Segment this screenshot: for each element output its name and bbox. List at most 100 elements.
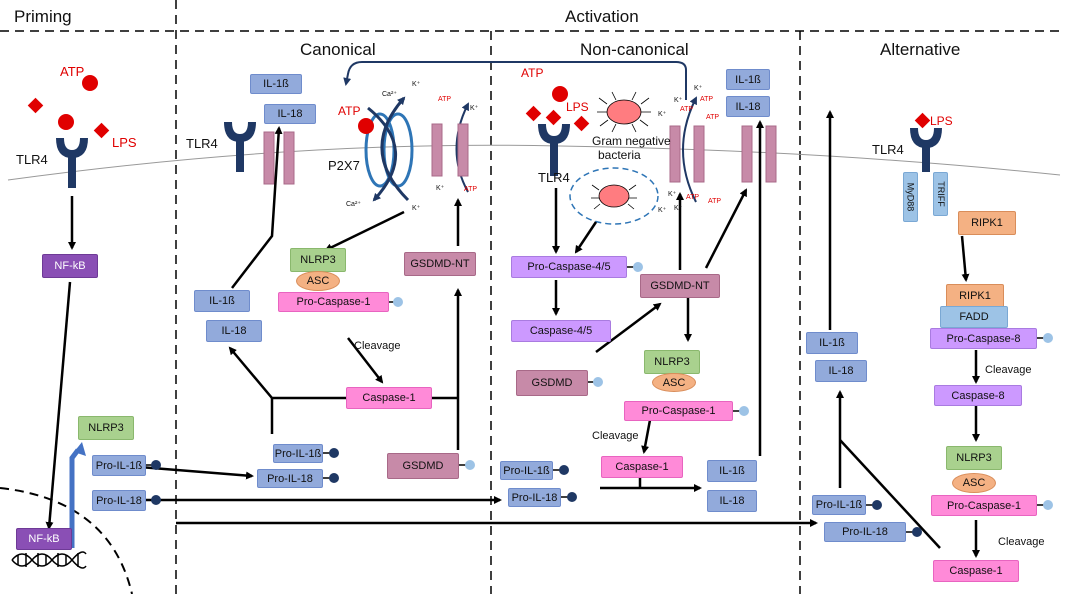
gsdmd-box: GSDMD: [516, 370, 588, 396]
gsdmd-pore: [741, 125, 753, 183]
nlrp3-box: NLRP3: [644, 350, 700, 374]
gsdmd-pore: [669, 125, 681, 183]
atp-icon: [358, 118, 374, 134]
triff-adapter: TRIFF: [933, 172, 948, 216]
tlr4-label: TLR4: [538, 170, 570, 185]
cleavage-label: Cleavage: [592, 430, 639, 442]
nucleus-membrane: [0, 487, 133, 594]
k-label: K⁺: [412, 205, 421, 212]
il1b-box: IL-1ß: [806, 332, 858, 354]
k-label: K⁺: [674, 205, 683, 212]
tlr4-receptor-icon: [538, 124, 570, 176]
gsdmd-pore: [765, 125, 777, 183]
cleavage-label: Cleavage: [985, 364, 1032, 376]
pro-il1b-box: Pro-IL-1ß: [812, 495, 866, 515]
pro-casp1-box: Pro-Caspase-1: [278, 292, 389, 312]
ca-label: Ca²⁺: [382, 91, 397, 98]
atp-icon: [58, 114, 74, 130]
il18-box: IL-18: [815, 360, 867, 382]
triff-label: TRIFF: [935, 181, 946, 207]
k-label: K⁺: [658, 111, 667, 118]
ripk1-box: RIPK1: [946, 284, 1004, 308]
tlr4-receptor-icon: [56, 138, 88, 188]
gsdmd-nt-box: GSDMD-NT: [404, 252, 476, 276]
atp-small-label: ATP: [686, 194, 700, 201]
atp-icon: [552, 86, 568, 102]
atp-small-label: ATP: [680, 106, 694, 113]
casp1-box: Caspase-1: [933, 560, 1019, 582]
k-label: K⁺: [470, 105, 479, 112]
k-label: K⁺: [674, 97, 683, 104]
tlr4-receptor-icon: [910, 128, 942, 172]
il18-box: IL-18: [707, 490, 757, 512]
pro-casp1-box: Pro-Caspase-1: [624, 401, 733, 421]
atp-label: ATP: [60, 64, 85, 79]
il1b-box: IL-1ß: [194, 290, 250, 312]
il1b-box: IL-1ß: [707, 460, 757, 482]
pro-il1b-box: Pro-IL-1ß: [92, 455, 146, 476]
gsdmd-pore: [431, 123, 443, 177]
tlr4-label: TLR4: [16, 152, 48, 167]
atp-small-label: ATP: [708, 198, 722, 205]
pro-il18-box: Pro-IL-18: [257, 469, 323, 488]
header-non-canonical: Non-canonical: [580, 40, 689, 59]
tlr4-label: TLR4: [186, 136, 218, 151]
pro-casp45-box: Pro-Caspase-4/5: [511, 256, 627, 278]
nfkb-nuclear-box: NF-kB: [16, 528, 72, 550]
il18-box: IL-18: [264, 104, 316, 124]
k-label: K⁺: [658, 207, 667, 214]
lps-icon: [525, 105, 542, 122]
gsdmd-box: GSDMD: [387, 453, 459, 479]
pro-il18-box: Pro-IL-18: [508, 488, 561, 507]
lps-label: LPS: [566, 100, 589, 114]
nlrp3-box: NLRP3: [290, 248, 346, 272]
cell-membrane: [7, 144, 1061, 181]
il18-box: IL-18: [206, 320, 262, 342]
k-label: K⁺: [412, 81, 421, 88]
atp-icon: [82, 75, 98, 91]
vesicle: [569, 167, 659, 225]
cleavage-label: Cleavage: [998, 536, 1045, 548]
k-label: K⁺: [694, 85, 703, 92]
lps-label: LPS: [112, 135, 137, 150]
gram-negative-label: Gram negative: [592, 134, 671, 148]
ca-label: Ca²⁺: [346, 201, 361, 208]
gsdmd-pore: [693, 125, 705, 183]
pro-il1b-box: Pro-IL-1ß: [273, 444, 323, 463]
header-canonical: Canonical: [300, 40, 376, 59]
tlr4-label: TLR4: [872, 142, 904, 157]
atp-small-label: ATP: [438, 96, 452, 103]
il1b-box: IL-1ß: [726, 69, 770, 90]
lps-icon: [27, 97, 44, 114]
lps-icon: [545, 109, 562, 126]
nfkb-box: NF-kB: [42, 254, 98, 278]
cleavage-label: Cleavage: [354, 340, 401, 352]
asc-ellipse: ASC: [952, 473, 996, 493]
myd88-adapter: MyD88: [903, 172, 918, 222]
linker-dots: [146, 262, 1053, 537]
lps-icon: [914, 112, 931, 129]
il-channel: [283, 131, 295, 185]
pro-il18-box: Pro-IL-18: [824, 522, 906, 542]
myd88-label: MyD88: [905, 182, 916, 212]
transcription-arrow: [69, 448, 80, 548]
lps-icon: [93, 122, 110, 139]
casp1-box: Caspase-1: [346, 387, 432, 409]
dna-icon: [11, 551, 87, 569]
k-label: K⁺: [668, 191, 677, 198]
p2x7-channel-icon: [364, 96, 414, 202]
pro-il18-box: Pro-IL-18: [92, 490, 146, 511]
nlrp3-box: NLRP3: [946, 446, 1002, 470]
lps-icon: [573, 115, 590, 132]
header-alternative: Alternative: [880, 40, 961, 59]
fadd-box: FADD: [940, 306, 1008, 328]
atp-small-label: ATP: [706, 114, 720, 121]
atp-label: ATP: [521, 66, 544, 80]
il-channel: [263, 131, 275, 185]
header-activation: Activation: [565, 7, 639, 26]
pro-il1b-box: Pro-IL-1ß: [500, 461, 553, 480]
gsdmd-nt-box: GSDMD-NT: [640, 274, 720, 298]
asc-ellipse: ASC: [652, 373, 696, 392]
lps-label: LPS: [930, 114, 953, 128]
atp-label: ATP: [338, 104, 361, 118]
